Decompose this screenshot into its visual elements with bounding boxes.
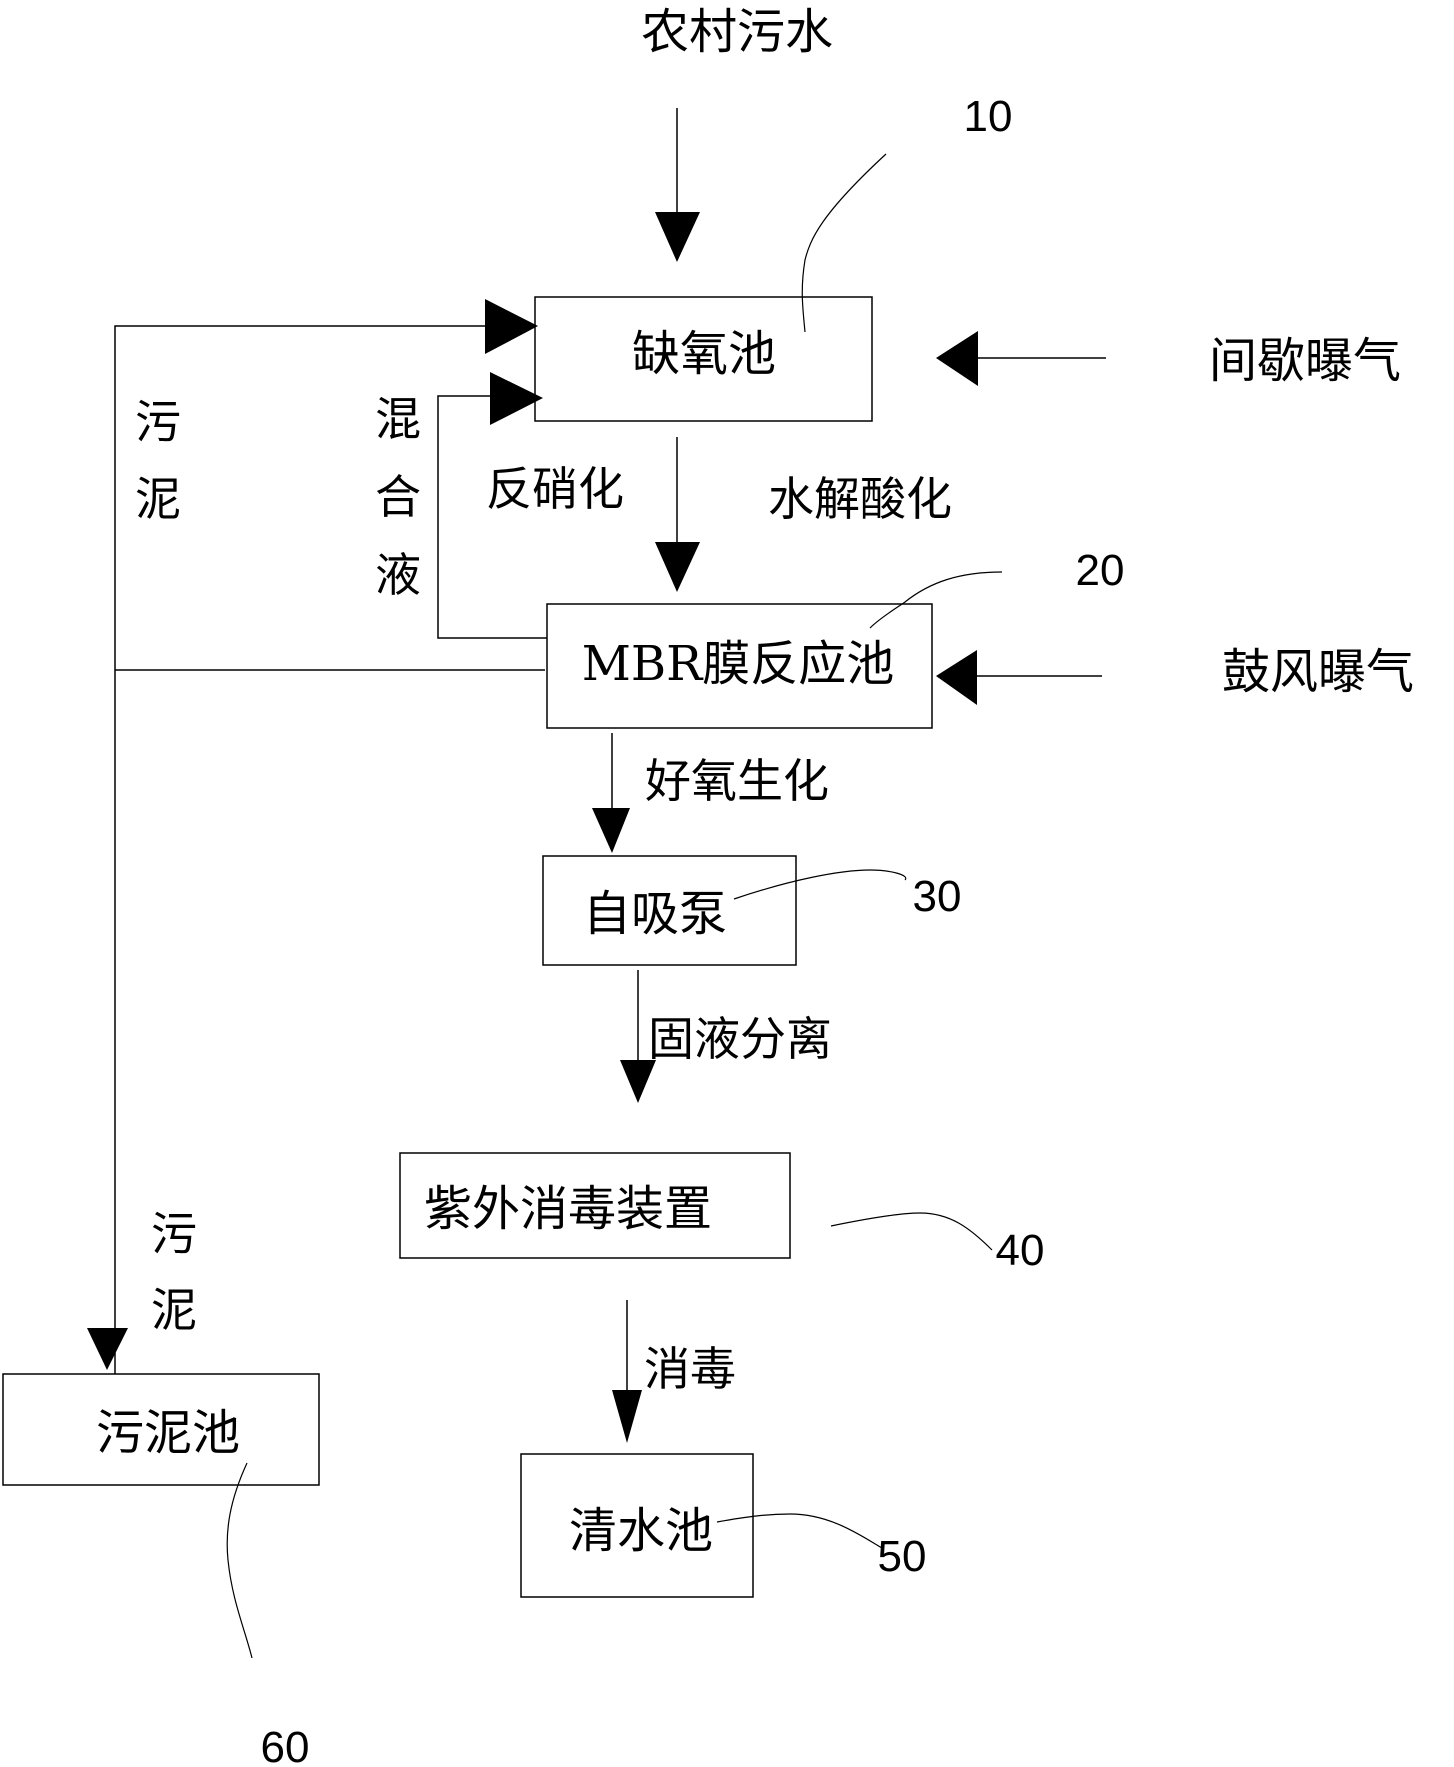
leader-line-30 [733, 869, 907, 900]
aerobic-biochem-label: 好氧生化 [645, 754, 829, 808]
solid-liquid-separation-label: 固液分离 [648, 1012, 832, 1066]
ref-number-30: 30 [913, 872, 962, 921]
mixed-liquor-label-1: 混 [375, 392, 421, 446]
input-label: 农村污水 [641, 4, 833, 60]
mixed-liquor-return-line [437, 395, 547, 639]
arrow-left-icon [936, 650, 977, 705]
leader-line-60 [226, 1462, 253, 1659]
sludge-return-label-1: 污 [135, 395, 181, 449]
hydrolysis-acidification-label: 水解酸化 [768, 472, 952, 526]
ref-number-50: 50 [878, 1532, 927, 1581]
sludge-tank-box [2, 1373, 320, 1486]
arrow-down-icon [655, 212, 700, 262]
clear-water-tank-box [520, 1453, 754, 1598]
sludge-tank-label: 污泥池 [96, 1405, 240, 1461]
arrow-right-icon [490, 372, 543, 425]
ref-number-60: 60 [261, 1723, 310, 1767]
leader-line-10 [801, 153, 887, 333]
self-priming-pump-box [542, 855, 797, 966]
blower-aeration-label: 鼓风曝气 [1222, 644, 1414, 700]
uv-disinfection-label: 紫外消毒装置 [424, 1181, 712, 1237]
anoxic-tank-box [534, 296, 873, 422]
mbr-reactor-box [546, 603, 933, 729]
leader-line-40 [830, 1212, 993, 1251]
sludge-out-label-1: 污 [151, 1207, 197, 1261]
leader-line-20 [869, 571, 1003, 629]
arrow-right-icon [485, 299, 538, 354]
arrow-down-icon [655, 542, 700, 592]
arrow-down-icon [612, 1390, 642, 1443]
ref-number-40: 40 [996, 1226, 1045, 1275]
denitrification-label: 反硝化 [486, 462, 624, 516]
sludge-out-label-2: 泥 [151, 1283, 197, 1337]
mixed-liquor-label-2: 合 [375, 470, 421, 524]
ref-number-10: 10 [964, 92, 1013, 141]
leader-line-50 [716, 1513, 883, 1549]
anoxic-tank-label: 缺氧池 [632, 326, 776, 382]
disinfection-label: 消毒 [644, 1342, 736, 1396]
arrow-down-icon [592, 808, 630, 853]
ref-number-20: 20 [1076, 546, 1125, 595]
clear-water-tank-label: 清水池 [569, 1503, 713, 1559]
uv-disinfection-box [399, 1152, 791, 1259]
arrow-down-icon [620, 1060, 656, 1103]
self-priming-pump-label: 自吸泵 [583, 886, 727, 942]
intermittent-aeration-label: 间歇曝气 [1209, 333, 1401, 389]
arrow-left-icon [936, 331, 978, 386]
arrow-down-icon [87, 1328, 128, 1370]
mixed-liquor-label-3: 液 [375, 548, 421, 602]
mbr-reactor-label: MBR膜反应池 [582, 636, 895, 692]
sludge-return-label-2: 泥 [135, 472, 181, 526]
sludge-return-line [114, 325, 485, 1390]
